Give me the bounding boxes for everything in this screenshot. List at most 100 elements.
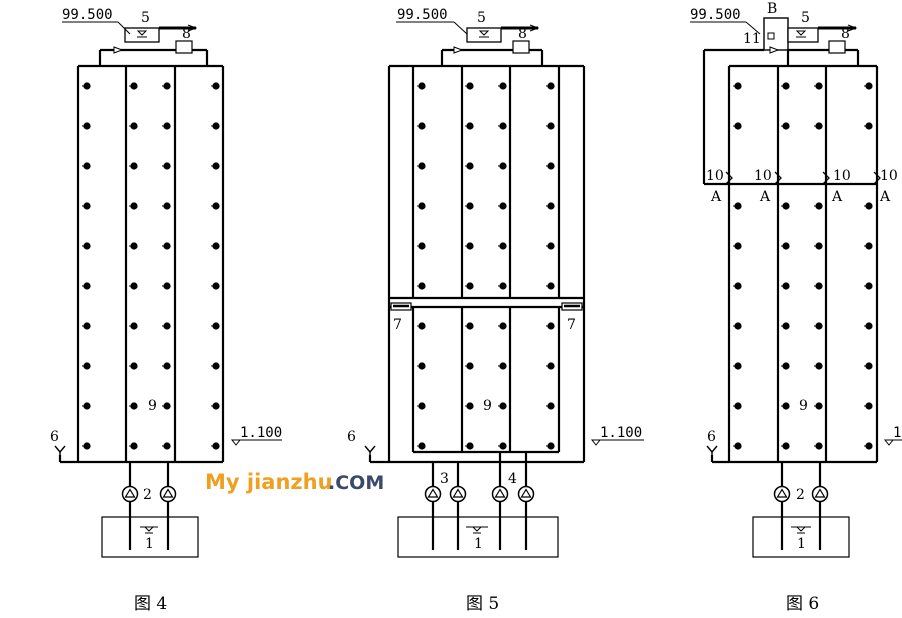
elevation-low-marker: 1	[883, 425, 902, 446]
sprinkler-head	[863, 281, 874, 291]
label-tank: 5	[141, 10, 150, 26]
sprinkler-head	[863, 241, 874, 251]
sprinkler-head	[732, 241, 743, 251]
sprinkler-head	[732, 441, 743, 451]
label-check-valve-1: 10	[706, 168, 724, 184]
sprinkler-head	[81, 201, 92, 211]
sprinkler-head	[497, 401, 508, 411]
sprinkler-head	[128, 281, 139, 291]
sprinkler-head	[732, 321, 743, 331]
label-tank: 5	[801, 10, 810, 26]
sprinkler-head	[863, 401, 874, 411]
sprinkler-head	[128, 401, 139, 411]
sprinkler-head	[210, 401, 221, 411]
sprinklers	[81, 81, 221, 451]
sprinkler-head	[813, 321, 824, 331]
label-valve: 8	[841, 26, 850, 42]
sprinkler-head	[81, 401, 92, 411]
watermark: My jianzhu .COM	[205, 470, 384, 494]
sprinkler-head	[161, 321, 172, 331]
sprinkler-head	[732, 201, 743, 211]
sprinkler-head	[210, 321, 221, 331]
label-pool: 1	[474, 536, 483, 552]
label-reducer-left: 7	[393, 317, 402, 333]
label-pump: 2	[796, 487, 805, 503]
sprinkler-head	[128, 321, 139, 331]
sprinkler-head	[161, 241, 172, 251]
sprinkler-head	[813, 441, 824, 451]
label-tank: 5	[477, 10, 486, 26]
elevation-low: 1	[893, 425, 901, 441]
reservoir	[101, 516, 199, 558]
sprinkler-head	[813, 121, 824, 131]
watermark-brand: My jianzhu	[205, 470, 333, 494]
sprinkler-head	[464, 361, 475, 371]
sprinklers	[416, 81, 556, 451]
sprinkler-head	[497, 161, 508, 171]
label-check-valve-3: 10	[833, 168, 851, 184]
sprinkler-head	[210, 441, 221, 451]
sprinkler-head	[210, 81, 221, 91]
elevation-low: 1.100	[240, 425, 282, 441]
sprinkler-head	[732, 121, 743, 131]
sprinkler-head	[813, 281, 824, 291]
sprinkler-head	[863, 321, 874, 331]
sprinkler-head	[497, 81, 508, 91]
elevation-low-marker: 1.100	[590, 425, 644, 446]
sprinkler-head	[161, 161, 172, 171]
sprinkler-head	[161, 441, 172, 451]
sprinkler-head	[497, 241, 508, 251]
sprinkler-head	[497, 441, 508, 451]
sprinkler-head	[813, 241, 824, 251]
sprinkler-head	[464, 321, 475, 331]
figure-4: 99.500 5 8 6 9 1.100 2 1 图 4	[50, 7, 282, 614]
sprinkler-head	[210, 161, 221, 171]
label-valve: 8	[182, 26, 191, 42]
sprinkler-head	[81, 241, 92, 251]
sprinkler-head	[497, 281, 508, 291]
label-outlet: 6	[347, 429, 356, 445]
sprinkler-head	[780, 401, 791, 411]
sprinkler-head	[416, 441, 427, 451]
sprinkler-head	[210, 281, 221, 291]
sprinkler-head	[780, 321, 791, 331]
sprinkler-head	[161, 361, 172, 371]
pressure-reducer-right	[561, 302, 583, 311]
elevation-top: 99.500	[397, 7, 448, 23]
label-pool: 1	[797, 536, 806, 552]
sprinkler-head	[416, 241, 427, 251]
label-zone: 9	[148, 398, 157, 414]
sprinkler-head	[161, 281, 172, 291]
figure-caption: 图 5	[466, 594, 499, 614]
sprinkler-head	[128, 201, 139, 211]
sprinkler-head	[545, 321, 556, 331]
sprinkler-head	[863, 361, 874, 371]
reservoir	[397, 516, 559, 558]
elevation-top: 99.500	[62, 7, 113, 23]
sprinkler-head	[210, 241, 221, 251]
valve-box-8	[828, 40, 846, 54]
sprinkler-head	[732, 81, 743, 91]
sprinkler-head	[545, 401, 556, 411]
sprinkler-head	[545, 241, 556, 251]
label-pump-b: 4	[508, 471, 517, 487]
sprinkler-head	[416, 201, 427, 211]
sprinkler-head	[81, 361, 92, 371]
sprinkler-head	[813, 201, 824, 211]
label-check-valve-4: 10	[880, 168, 898, 184]
sprinkler-head	[416, 281, 427, 291]
sprinkler-head	[128, 241, 139, 251]
water-tank-5	[124, 24, 198, 43]
sprinkler-head	[161, 121, 172, 131]
sprinkler-head	[732, 361, 743, 371]
sprinkler-head	[416, 161, 427, 171]
valve-box-8	[175, 40, 193, 54]
sprinkler-head	[416, 121, 427, 131]
label-pump-a: 3	[440, 471, 449, 487]
sprinkler-head	[863, 201, 874, 211]
watermark-suffix: .COM	[328, 472, 384, 494]
sprinkler-head	[545, 281, 556, 291]
elevation-top: 99.500	[690, 7, 741, 23]
sprinkler-head	[732, 281, 743, 291]
